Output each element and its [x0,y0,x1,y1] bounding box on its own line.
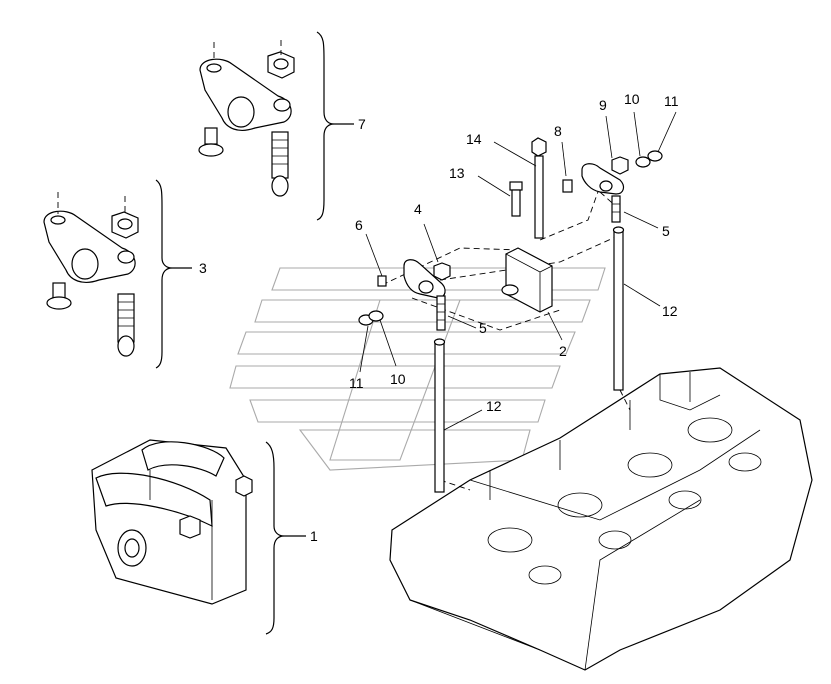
callout-6: 6 [355,217,363,233]
bracket-7 [316,31,335,221]
bolt-14 [531,137,547,239]
push-rod-right [612,226,625,391]
callout-10-top: 10 [624,91,640,107]
bracket-3 [155,179,173,369]
rocker-support-2 [501,247,553,313]
leader-lines [359,111,677,431]
callout-labels: 1 2 3 4 5 5 6 7 8 9 10 10 11 11 12 12 13… [199,91,679,544]
callout-12-center: 12 [486,398,502,414]
callout-1: 1 [310,528,318,544]
callout-11-bottom: 11 [349,375,364,391]
cylinder-head [389,367,813,671]
rocker-arm-small [358,259,451,331]
callout-4: 4 [414,201,422,217]
bolt-13 [509,181,523,217]
callout-5-center: 5 [479,320,487,336]
callout-9: 9 [599,97,607,113]
callout-3: 3 [199,260,207,276]
rocker-arm-small-right [562,150,663,223]
rocker-block-assembly-1 [91,439,253,605]
callout-13: 13 [449,165,465,181]
rocker-arm-assembly-7 [198,40,295,197]
callout-7: 7 [358,116,366,132]
callout-5-right: 5 [662,223,670,239]
rocker-arm-assembly-3 [43,192,139,357]
callout-2: 2 [559,343,567,359]
bracket-1 [265,441,285,635]
callout-10-bottom: 10 [390,371,406,387]
callout-8: 8 [554,123,562,139]
callout-14: 14 [466,131,482,147]
callout-12-right: 12 [662,303,678,319]
callout-11-top: 11 [664,93,679,109]
push-rod-left [433,338,446,493]
